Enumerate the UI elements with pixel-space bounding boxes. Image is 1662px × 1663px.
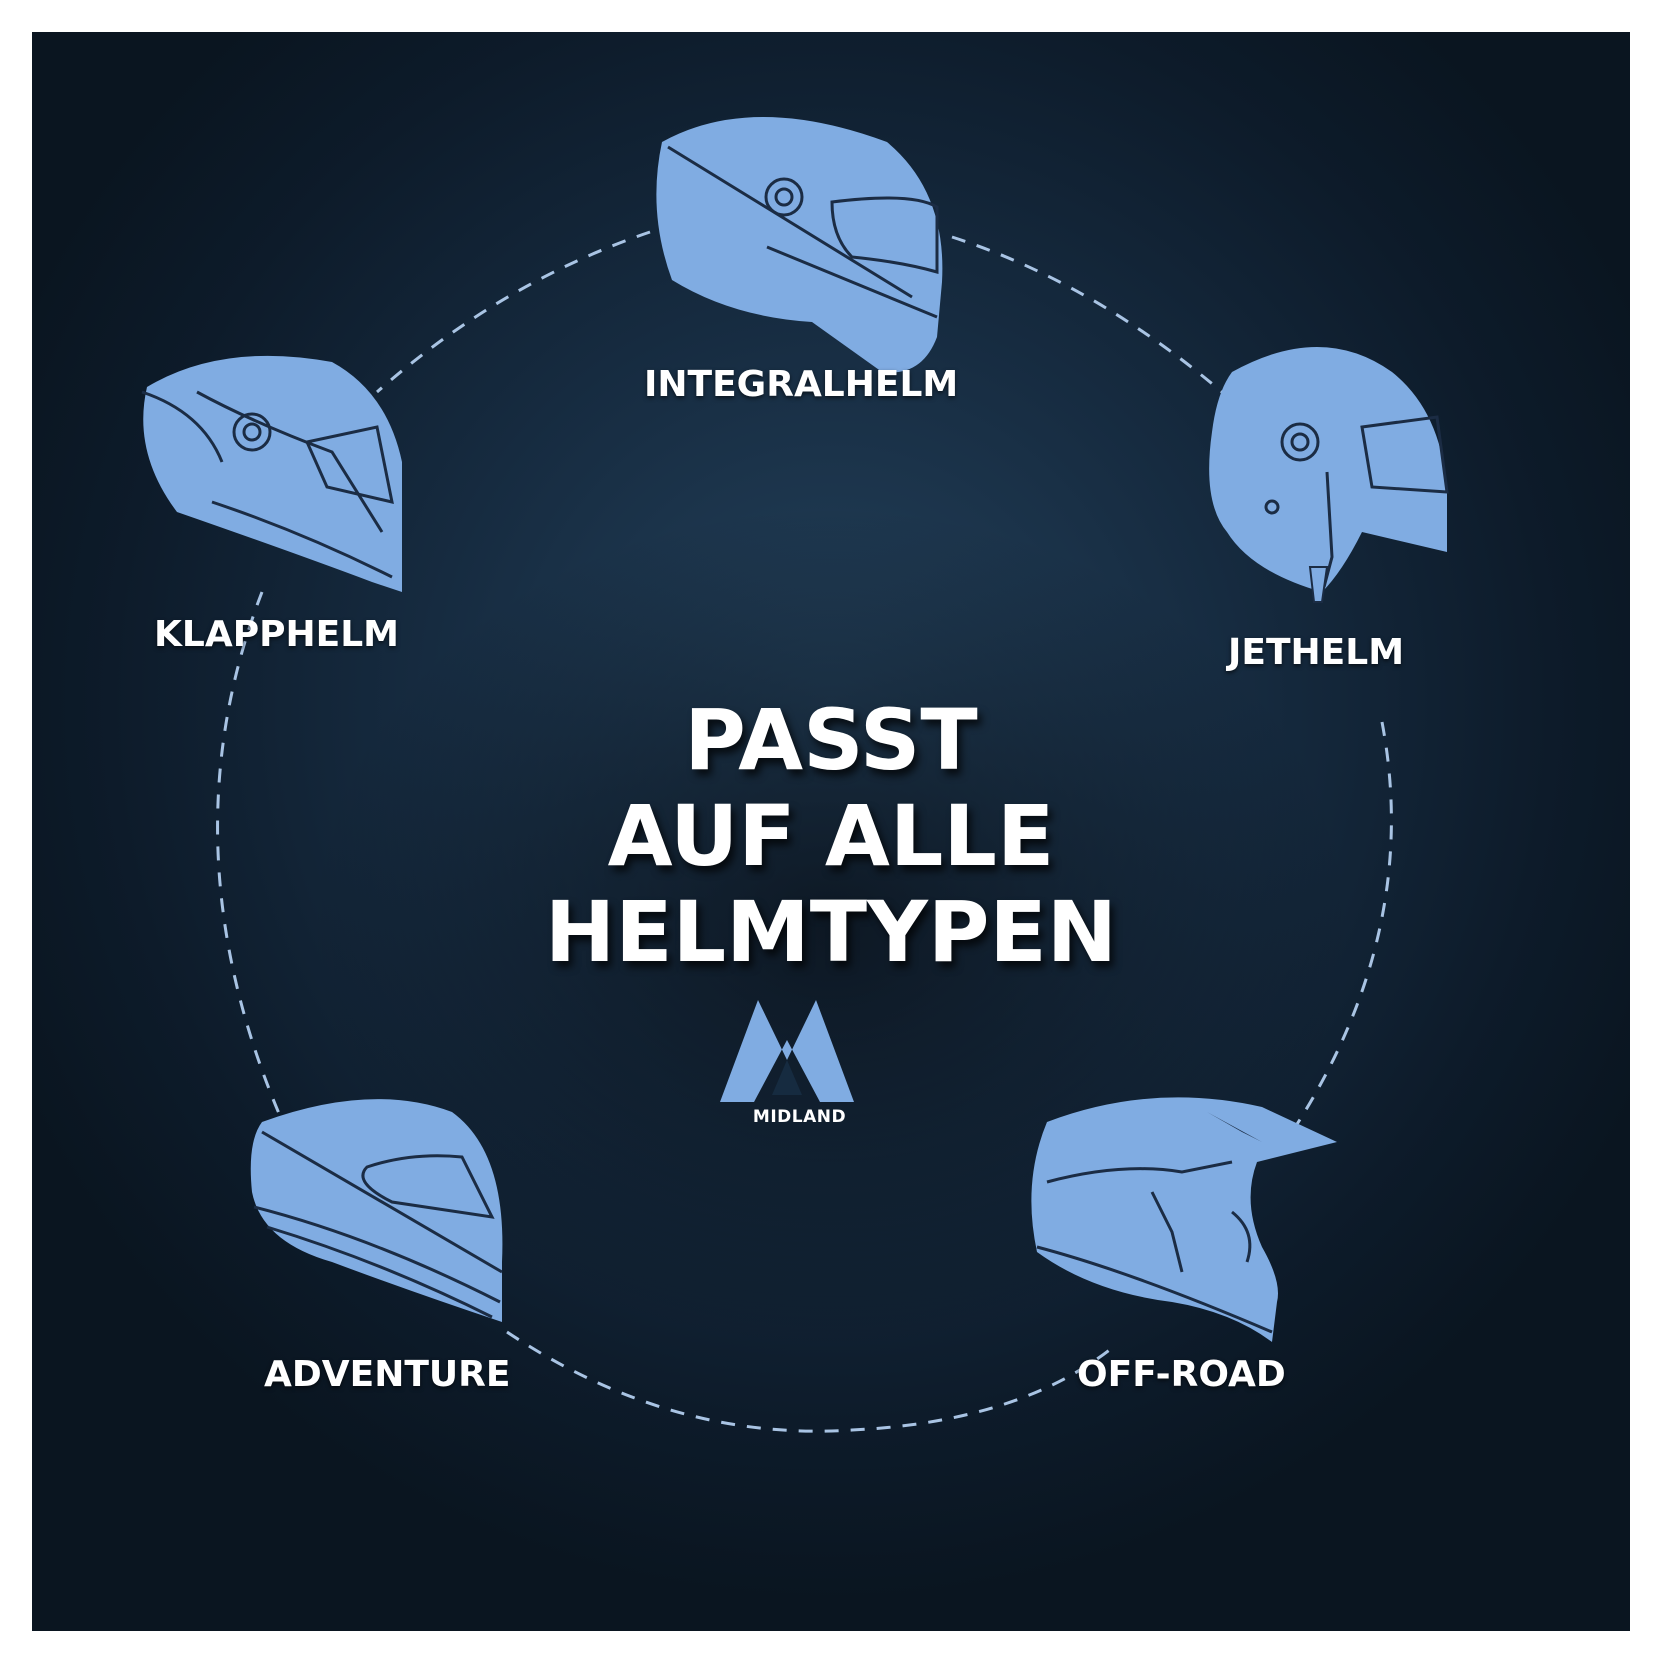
infographic-panel: INTEGRALHELM JETHELM KLAPPHELM ADVENTURE… [32, 32, 1630, 1631]
headline-line-2: AUF ALLE [607, 787, 1055, 885]
midland-logo-icon [720, 1000, 854, 1102]
label-jethelm: JETHELM [1228, 632, 1405, 673]
jet-helmet-icon [1209, 347, 1449, 603]
brand-name: MIDLAND [752, 1107, 847, 1127]
label-klapphelm: KLAPPHELM [154, 614, 399, 655]
helmet-graphics [141, 117, 1449, 1433]
offroad-helmet-icon [1031, 1097, 1337, 1342]
adventure-helmet-icon [250, 1099, 503, 1322]
dashed-ring [216, 230, 1393, 1433]
label-integralhelm: INTEGRALHELM [644, 364, 959, 405]
headline-line-3: HELMTYPEN [544, 883, 1118, 981]
headline: PASST AUF ALLE HELMTYPEN [32, 692, 1630, 980]
integral-helmet-icon [656, 117, 943, 373]
flip-helmet-icon [141, 355, 402, 592]
headline-line-1: PASST [684, 691, 978, 789]
label-offroad: OFF-ROAD [1077, 1354, 1286, 1395]
label-adventure: ADVENTURE [264, 1354, 511, 1395]
